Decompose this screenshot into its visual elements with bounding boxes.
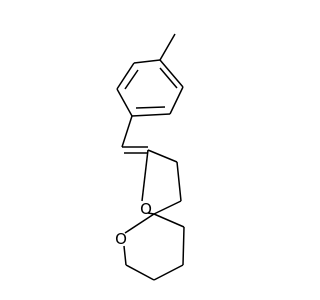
bond-ring-inner-2 bbox=[135, 106, 166, 109]
bond-c-c-right bbox=[182, 226, 185, 266]
bond-c3-c4 bbox=[176, 161, 182, 202]
bond-c4-spiro bbox=[153, 200, 182, 215]
bond-c2-o1 bbox=[141, 149, 149, 202]
bond-ring-4 bbox=[116, 88, 133, 117]
bond-c2-c3 bbox=[147, 149, 178, 163]
bond-spiro-o2 bbox=[124, 213, 155, 234]
bond-spiro-c bbox=[153, 213, 185, 228]
bond-ring-6 bbox=[133, 59, 161, 64]
molecule-canvas: O O bbox=[115, 33, 185, 281]
bond-aryl-ch bbox=[121, 115, 133, 148]
bond-methyl bbox=[159, 33, 176, 61]
atom-labels: O O bbox=[115, 200, 152, 248]
bond-c-c-bottom bbox=[153, 264, 184, 281]
bond-ring-inner-1 bbox=[159, 67, 178, 89]
atom-label-o1: O bbox=[140, 200, 152, 218]
bond-ring-5 bbox=[116, 62, 135, 90]
bond-ring-inner-3 bbox=[124, 69, 139, 90]
bond-c-o2 bbox=[123, 245, 127, 266]
bond-ring-2 bbox=[169, 86, 184, 115]
molecule-structure: O O bbox=[115, 33, 185, 281]
bond-c-c-left bbox=[125, 264, 155, 281]
bond-ring-1 bbox=[159, 59, 184, 88]
bond-ring-3 bbox=[131, 113, 171, 117]
bonds bbox=[116, 33, 185, 281]
atom-label-o2: O bbox=[115, 230, 127, 248]
